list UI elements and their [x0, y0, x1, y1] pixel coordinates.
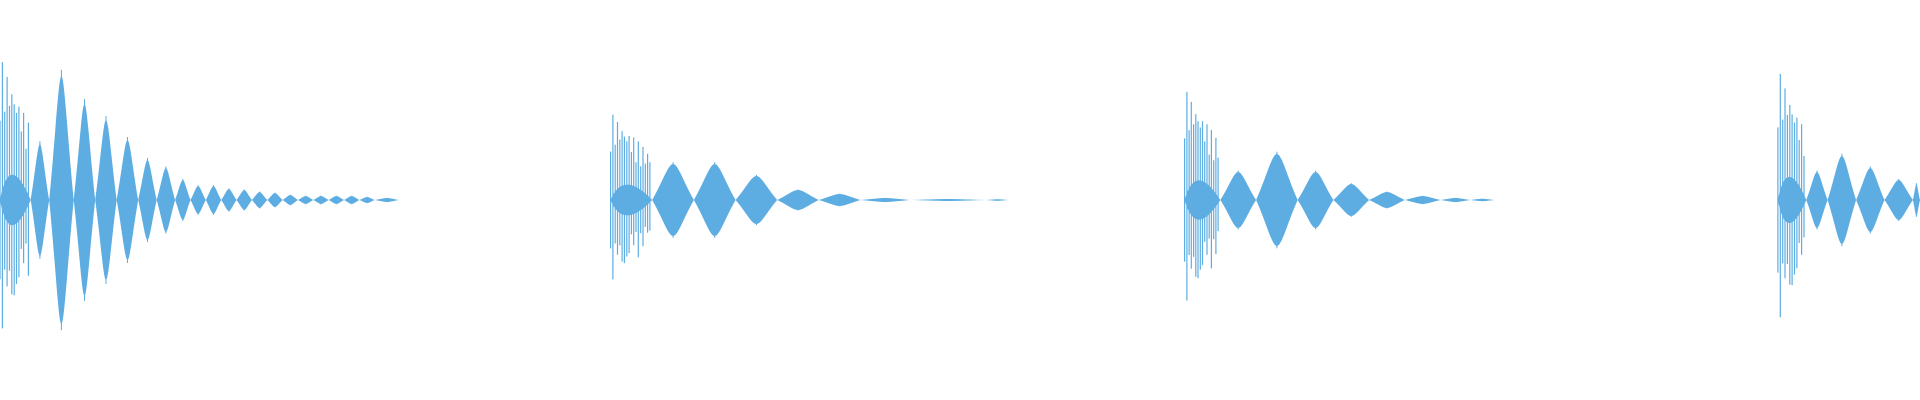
waveform-transient-core: [610, 184, 653, 216]
waveform-transient-core: [0, 174, 31, 226]
waveform-burst: [0, 62, 399, 331]
waveform-transient-core: [1777, 176, 1807, 224]
waveform-burst: [1777, 74, 1920, 318]
waveform-burst: [1183, 91, 1495, 301]
waveform-transient-core: [1184, 180, 1221, 220]
waveform-burst: [609, 114, 1010, 280]
